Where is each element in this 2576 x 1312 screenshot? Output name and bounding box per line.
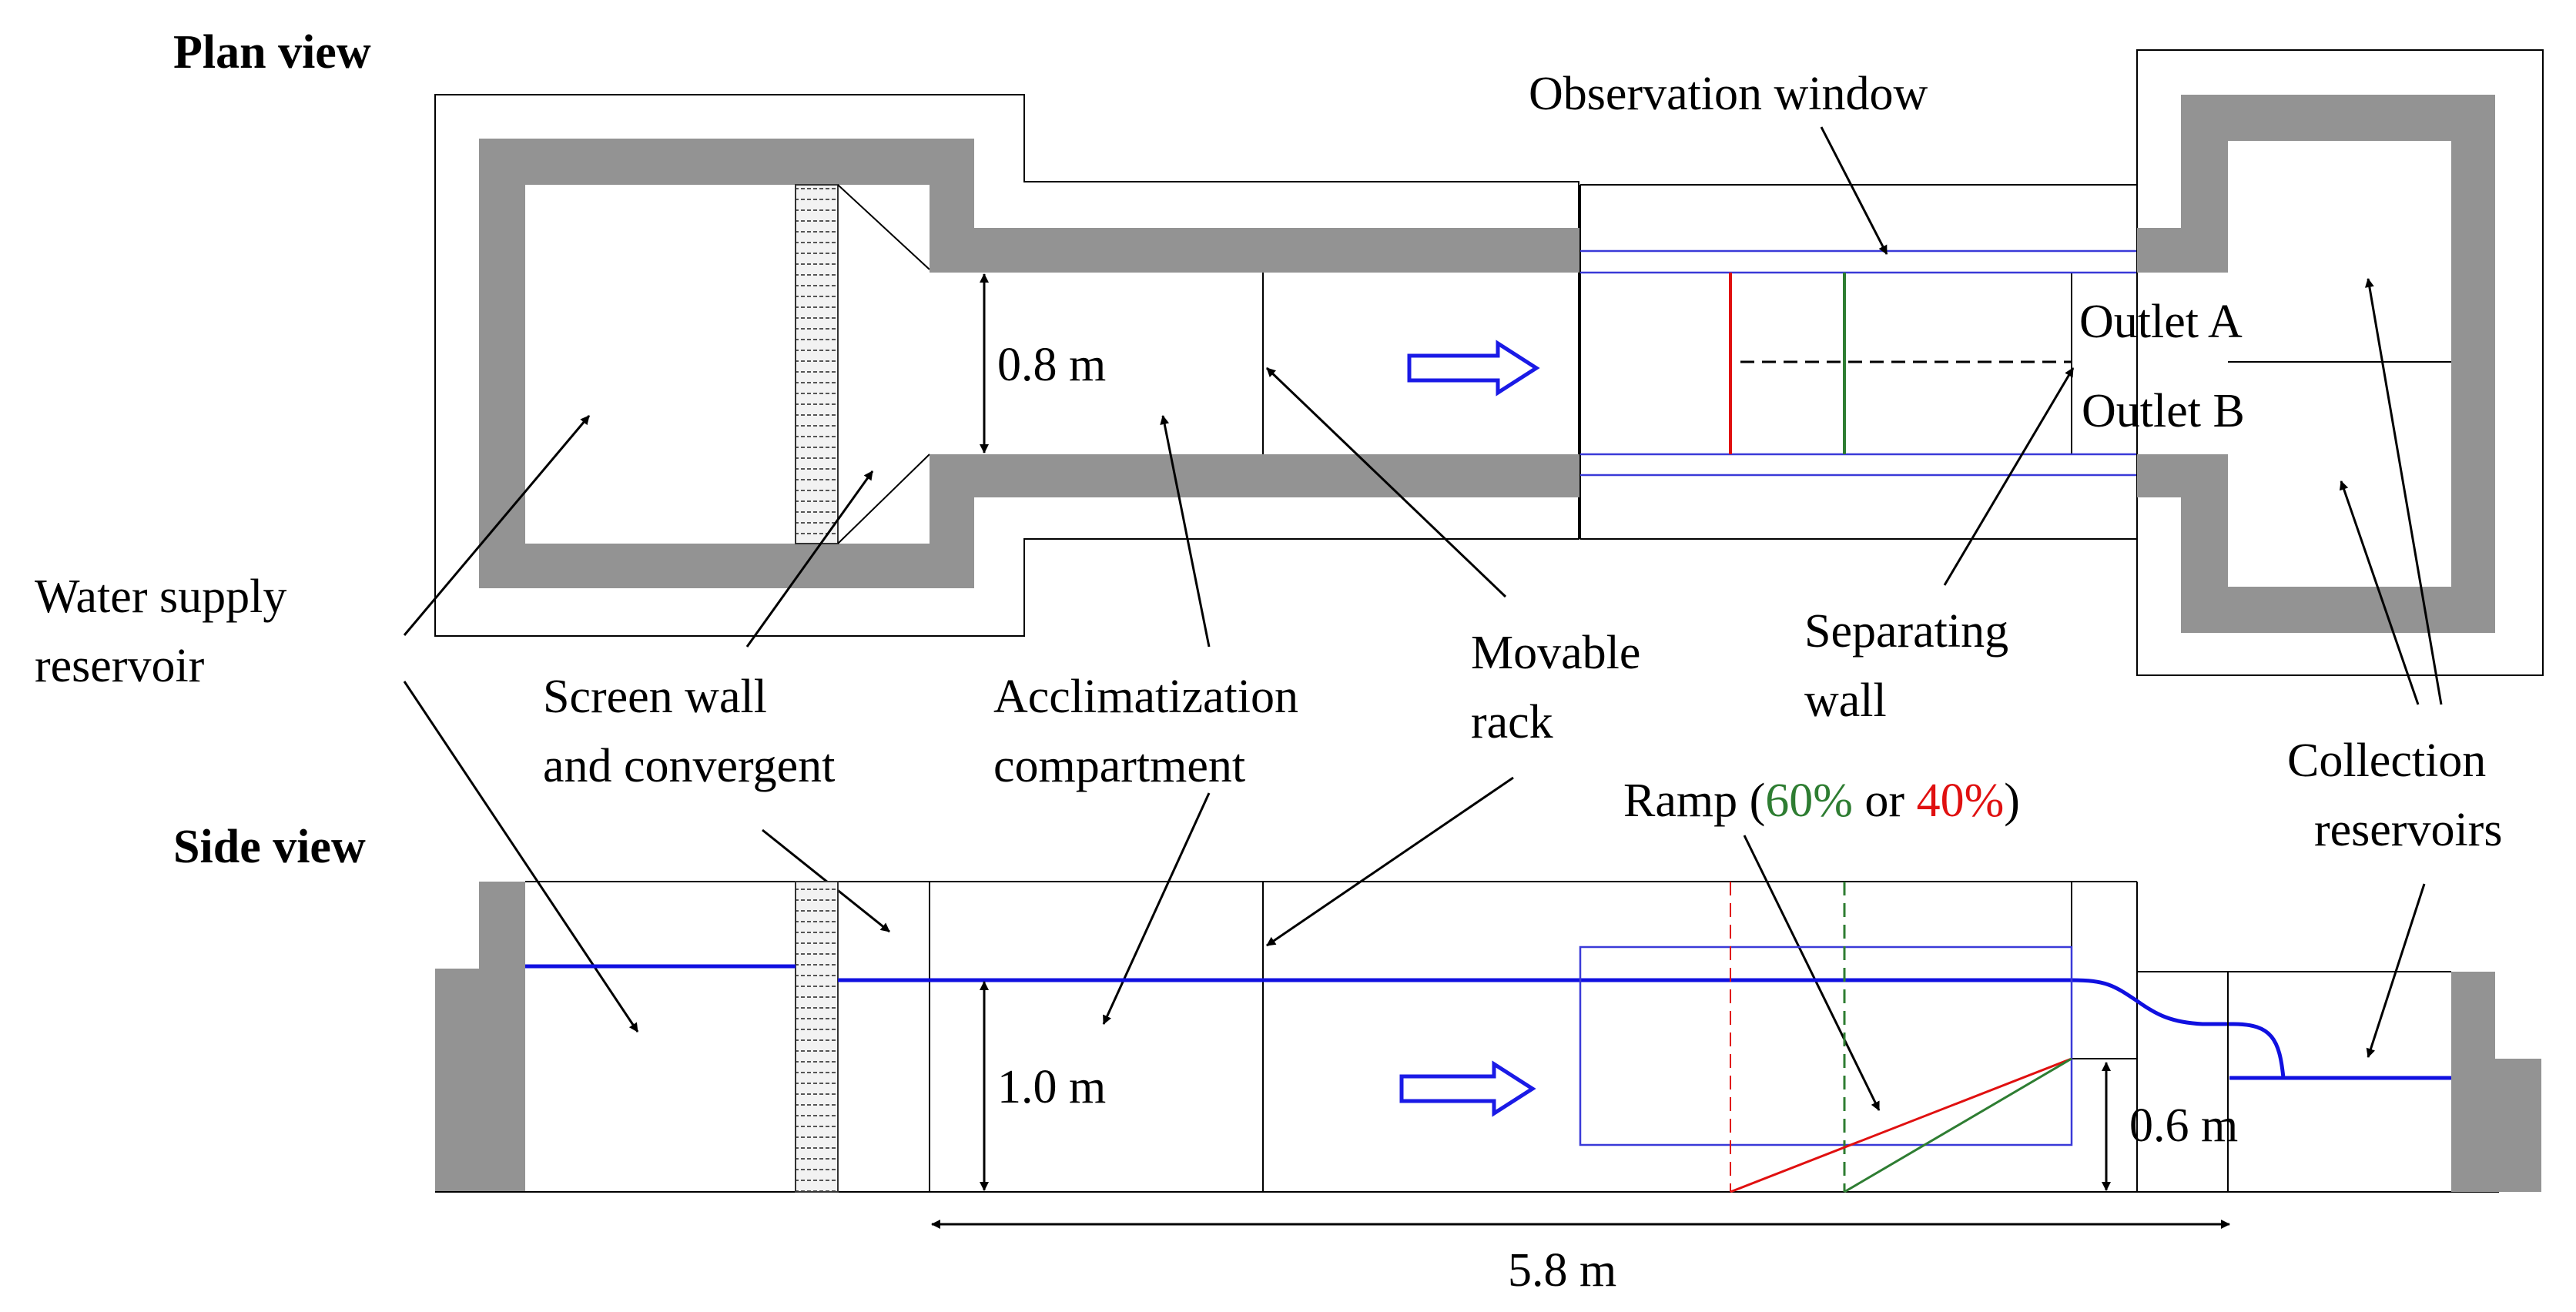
side-right-wall	[2451, 972, 2541, 1192]
ramp-label-suffix: )	[2004, 775, 2020, 827]
screen-wall-pointer-plan	[745, 470, 874, 648]
convergent-plan	[837, 184, 930, 544]
plan-outer-outline	[434, 94, 1579, 637]
screen-wall-plan	[795, 184, 839, 544]
collection-pointer-b	[2339, 480, 2420, 705]
screen-wall-label-line1: Screen wall	[543, 671, 767, 723]
plan-view-title: Plan view	[173, 26, 371, 79]
observation-window-side	[1579, 946, 2073, 1146]
acclimatization-label-line2: compartment	[993, 740, 1245, 792]
collection-pointer-a	[2364, 278, 2443, 705]
collection-reservoirs-label-line2: reservoirs	[2314, 804, 2502, 856]
collection-reservoirs-label-line1: Collection	[2287, 735, 2486, 787]
screen-wall-label-line2: and convergent	[543, 740, 835, 792]
collection-reservoir-outline	[2136, 49, 2544, 676]
ramp-label-or: or	[1853, 775, 1917, 827]
ramp-label: Ramp (60% or 40%)	[1623, 775, 2020, 827]
flow-arrow-side	[1399, 1060, 1536, 1117]
ramp-label-60: 60%	[1765, 775, 1853, 827]
outlet-a-label: Outlet A	[2079, 296, 2243, 348]
length-dimension-label: 5.8 m	[1508, 1244, 1616, 1297]
ramp-40-side	[1730, 1057, 2072, 1193]
observation-window-pointer	[1820, 126, 1888, 255]
movable-rack-label-line2: rack	[1471, 696, 1553, 748]
side-left-wall	[435, 882, 525, 1192]
collection-reservoir-side-outline	[2137, 971, 2229, 1192]
water-supply-label-line1: Water supply	[35, 571, 286, 623]
separating-wall-pointer	[1943, 367, 2075, 586]
ramp-height-dimension-label: 0.6 m	[2129, 1099, 2238, 1152]
ramp-label-40: 40%	[1917, 775, 2005, 827]
observation-window-lines	[1580, 249, 2137, 477]
movable-rack-label-line1: Movable	[1471, 627, 1640, 679]
screen-wall-side	[795, 881, 839, 1193]
acclimatization-label-line1: Acclimatization	[993, 671, 1298, 723]
collection-reservoir-walls	[2137, 95, 2495, 633]
separating-wall-label-line2: wall	[1804, 674, 1887, 727]
observation-section-plan	[1579, 184, 2137, 540]
ramp-label-prefix: Ramp (	[1623, 775, 1765, 827]
separating-wall-label-line1: Separating	[1804, 605, 2008, 658]
channel-walls-plan	[930, 228, 1580, 497]
movable-rack-pointer-side	[1266, 776, 1514, 947]
side-view-title: Side view	[173, 821, 366, 873]
water-supply-pointer-plan	[403, 415, 591, 636]
water-supply-label-line2: reservoir	[35, 640, 205, 692]
water-supply-reservoir-walls	[479, 139, 974, 588]
collection-pointer-side	[2366, 883, 2426, 1058]
flow-arrow-plan	[1407, 340, 1540, 397]
movable-rack-pointer-plan	[1265, 366, 1507, 598]
width-dimension-label: 0.8 m	[997, 339, 1106, 391]
depth-dimension-label: 1.0 m	[997, 1061, 1106, 1113]
water-surface-side	[525, 964, 2451, 1080]
ramp-pointer	[1743, 835, 1881, 1111]
observation-window-label: Observation window	[1529, 68, 1928, 120]
ramp-60-side	[1844, 1057, 2072, 1193]
outlet-b-label: Outlet B	[2082, 385, 2245, 437]
acclimatization-pointer-plan	[1160, 415, 1211, 648]
water-supply-pointer-side	[403, 681, 639, 1033]
acclimatization-pointer-side	[1102, 792, 1211, 1025]
